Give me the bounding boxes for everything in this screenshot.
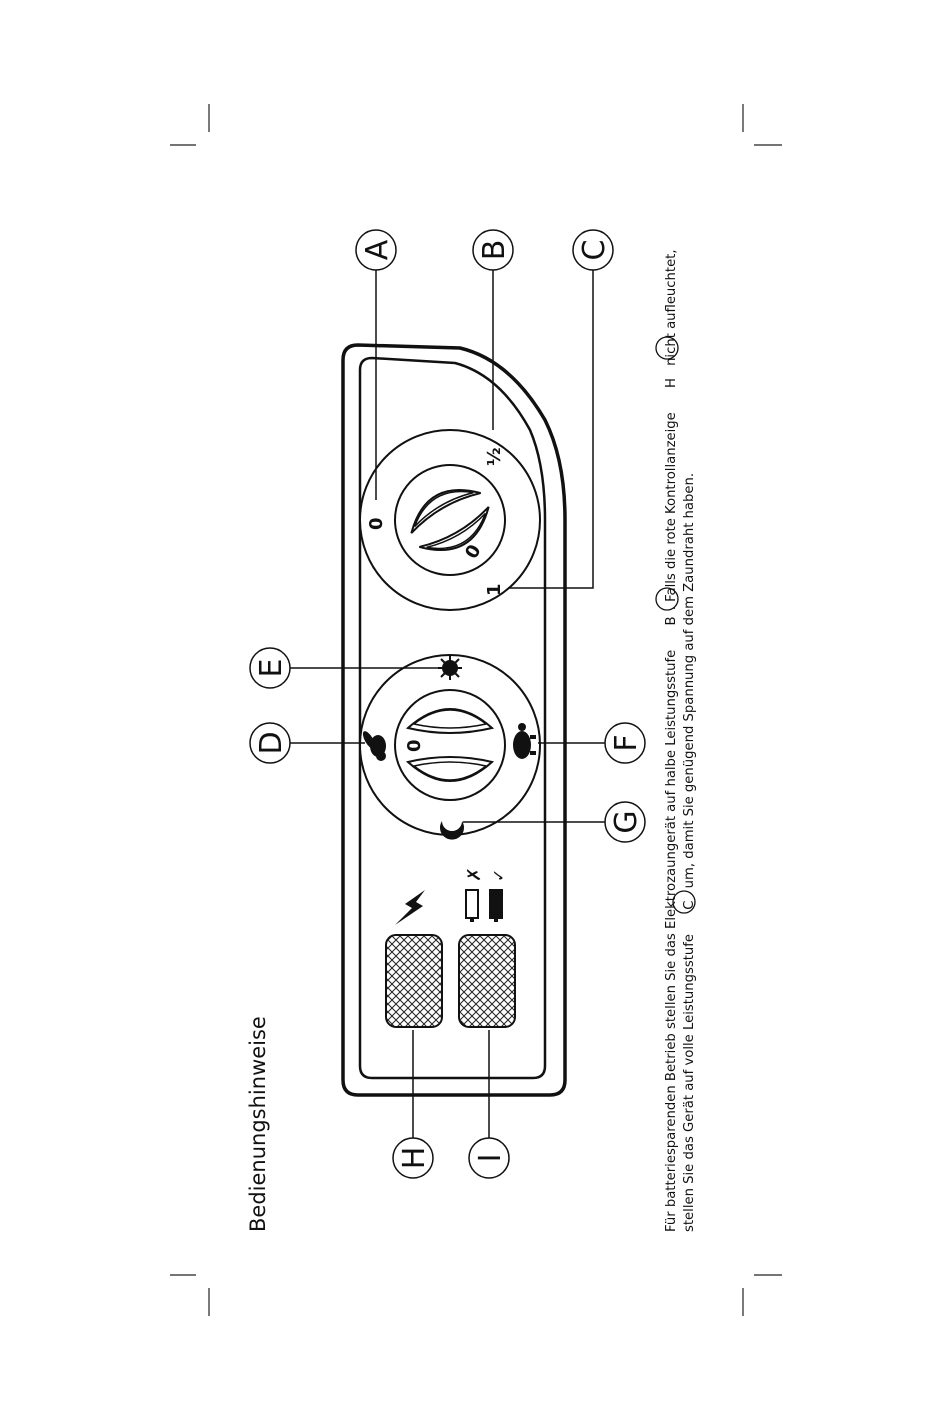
power-label-off: 0 (366, 517, 387, 530)
lightning-icon (395, 890, 425, 925)
power-label-full: 1 (484, 583, 505, 596)
control-panel (341, 343, 567, 1097)
page-title: Bedienungshinweise (246, 1016, 270, 1232)
svg-text:H: H (397, 1147, 432, 1170)
instruction-line-2: stellen Sie das Gerät auf volle Leistung… (682, 473, 697, 1232)
moon-icon (440, 821, 464, 840)
power-dial[interactable]: 0 0 ½ 1 (359, 429, 541, 611)
callout-e: E (249, 647, 291, 689)
power-label-half: ½ (484, 447, 505, 466)
callout-g: G (604, 801, 646, 843)
svg-text:C: C (577, 240, 612, 261)
inline-ref-h (655, 336, 679, 360)
indicator-lamp-h (385, 934, 443, 1028)
callout-a: A (355, 229, 397, 271)
crop-marks (170, 104, 782, 1316)
cross-mark: ✗ (464, 867, 485, 882)
callout-i: I (468, 1137, 510, 1179)
mode-dial[interactable]: 0 (359, 654, 541, 840)
inline-ref-c (672, 890, 696, 914)
power-dial-knob[interactable] (375, 445, 525, 595)
instructions: Für batteriesparenden Betrieb stellen Si… (655, 249, 697, 1232)
mode-dial-knob[interactable] (394, 689, 506, 801)
mode-dial-knob-mark: 0 (404, 739, 425, 752)
svg-text:B: B (477, 240, 512, 261)
callout-h: H (392, 1137, 434, 1179)
sun-icon (438, 656, 462, 680)
turtle-icon (513, 723, 536, 759)
leader-lines (290, 270, 608, 1140)
callout-d: D (249, 722, 291, 764)
indicator-lamp-i (458, 934, 516, 1028)
svg-text:D: D (254, 731, 289, 754)
svg-text:E: E (254, 659, 289, 678)
svg-text:F: F (609, 734, 644, 751)
callout-b: B (472, 229, 514, 271)
rabbit-icon (362, 731, 386, 761)
svg-text:I: I (473, 1154, 508, 1163)
svg-text:G: G (609, 810, 644, 833)
callout-f: F (604, 722, 646, 764)
instruction-line-1: Für batteriesparenden Betrieb stellen Si… (664, 249, 679, 1232)
inline-ref-b (655, 587, 679, 611)
check-mark: ✓ (489, 869, 508, 882)
battery-full-icon (489, 889, 503, 922)
indicator-area: ✗ ✓ (385, 867, 516, 1028)
battery-empty-icon (465, 889, 479, 922)
callout-c: C (572, 229, 614, 271)
svg-text:A: A (360, 239, 395, 260)
